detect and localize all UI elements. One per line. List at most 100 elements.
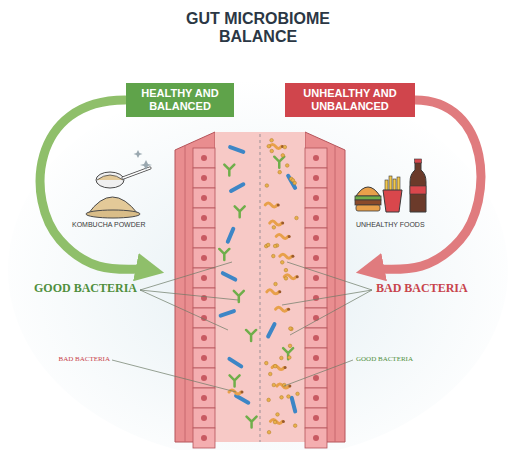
cell-nucleus (201, 295, 207, 301)
epithelial-cell (305, 328, 327, 348)
cell-nucleus (201, 155, 207, 161)
bacterium-flagellum (287, 308, 290, 311)
coccus-bacterium (295, 216, 299, 220)
epithelial-cell (305, 148, 327, 168)
epithelial-cell (305, 428, 327, 448)
coccus-bacterium (284, 277, 288, 281)
cell-nucleus (313, 315, 319, 321)
coccus-bacterium (272, 383, 276, 387)
epithelial-cell (193, 368, 215, 388)
coccus-bacterium (291, 179, 295, 183)
coccus-bacterium (265, 184, 269, 188)
coccus-bacterium (272, 254, 276, 258)
cell-nucleus (313, 215, 319, 221)
cell-nucleus (201, 435, 207, 441)
rod-bacterium (221, 311, 234, 315)
epithelial-cell (193, 428, 215, 448)
good-bacterium (224, 165, 234, 176)
bad-bacterium (276, 234, 288, 238)
rod-bacterium (268, 324, 274, 336)
epithelial-cell (193, 228, 215, 248)
coccus-bacterium (280, 356, 284, 360)
epithelial-cell (193, 208, 215, 228)
epithelial-cell (305, 188, 327, 208)
cell-nucleus (201, 255, 207, 261)
epithelial-cell (193, 308, 215, 328)
title: GUT MICROBIOME BALANCE (168, 10, 348, 47)
bacterium-flagellum (281, 222, 284, 225)
coccus-bacterium (272, 226, 276, 230)
box-label: UNHEALTHY AND UNBALANCED (291, 87, 409, 113)
label: BAD BACTERIA (58, 355, 110, 363)
cell-nucleus (313, 395, 319, 401)
cell-nucleus (313, 195, 319, 201)
bacterium-flagellum (241, 391, 244, 394)
epithelial-cell (305, 408, 327, 428)
rod-bacterium (228, 229, 233, 242)
good-bacterium (247, 417, 257, 428)
leader-lines (112, 262, 372, 392)
rod-bacterium (292, 398, 296, 412)
good-bacterium (219, 249, 229, 260)
label: GOOD BACTERIA (356, 355, 413, 363)
bad-bacterium (267, 290, 279, 294)
coccus-bacterium (285, 164, 289, 168)
epithelial-cell (193, 408, 215, 428)
label: KOMBUCHA POWDER (72, 221, 146, 229)
rod-bacterium (223, 273, 235, 279)
kombucha-powder-icon (86, 150, 152, 218)
epithelial-cell (193, 388, 215, 408)
category-box: HEALTHY AND BALANCED (126, 83, 234, 117)
coccus-bacterium (278, 170, 282, 174)
intestine-section (175, 132, 345, 448)
label: GOOD BACTERIA (34, 282, 137, 296)
cell-nucleus (313, 335, 319, 341)
bad-bacterium (270, 221, 282, 225)
epithelial-cell (305, 348, 327, 368)
bacterium-flagellum (277, 203, 280, 206)
cell-nucleus (201, 195, 207, 201)
cell-nucleus (201, 335, 207, 341)
cell-nucleus (313, 235, 319, 241)
bacterium-flagellum (291, 255, 294, 258)
bacterium-flagellum (282, 420, 285, 423)
bacterium-flagellum (284, 366, 287, 369)
coccus-bacterium (274, 282, 278, 286)
box-label: HEALTHY AND BALANCED (132, 87, 228, 113)
cell-nucleus (313, 375, 319, 381)
cell-nucleus (313, 255, 319, 261)
bacterium-flagellum (296, 275, 299, 278)
good-bacterium (230, 375, 240, 386)
unhealthy-arrow (370, 100, 481, 270)
coccus-bacterium (280, 396, 284, 400)
cell-nucleus (201, 215, 207, 221)
epithelial-cell (193, 268, 215, 288)
coccus-bacterium (283, 145, 287, 149)
epithelial-cell (305, 388, 327, 408)
cell-nucleus (201, 235, 207, 241)
cell-nucleus (313, 295, 319, 301)
cell-nucleus (313, 355, 319, 361)
rod-bacterium (230, 147, 243, 152)
good-bacterium (235, 206, 245, 217)
coccus-bacterium (267, 144, 271, 148)
bacterium-flagellum (288, 235, 291, 238)
coccus-bacterium (268, 372, 272, 376)
bad-bacterium (270, 144, 282, 148)
epithelial-cell (193, 288, 215, 308)
coccus-bacterium (270, 149, 274, 153)
epithelial-cell (305, 168, 327, 188)
epithelial-cell (193, 248, 215, 268)
coccus-bacterium (289, 327, 293, 331)
coccus-bacterium (287, 395, 291, 399)
rod-bacterium (288, 176, 295, 188)
cell-nucleus (313, 175, 319, 181)
cell-nucleus (201, 355, 207, 361)
coccus-bacterium (280, 261, 284, 265)
cell-nucleus (201, 375, 207, 381)
epithelial-cell (193, 168, 215, 188)
coccus-bacterium (267, 398, 271, 402)
label: UNHEALTHY FOODS (356, 221, 425, 229)
good-bacterium (274, 157, 284, 168)
coccus-bacterium (273, 244, 277, 248)
